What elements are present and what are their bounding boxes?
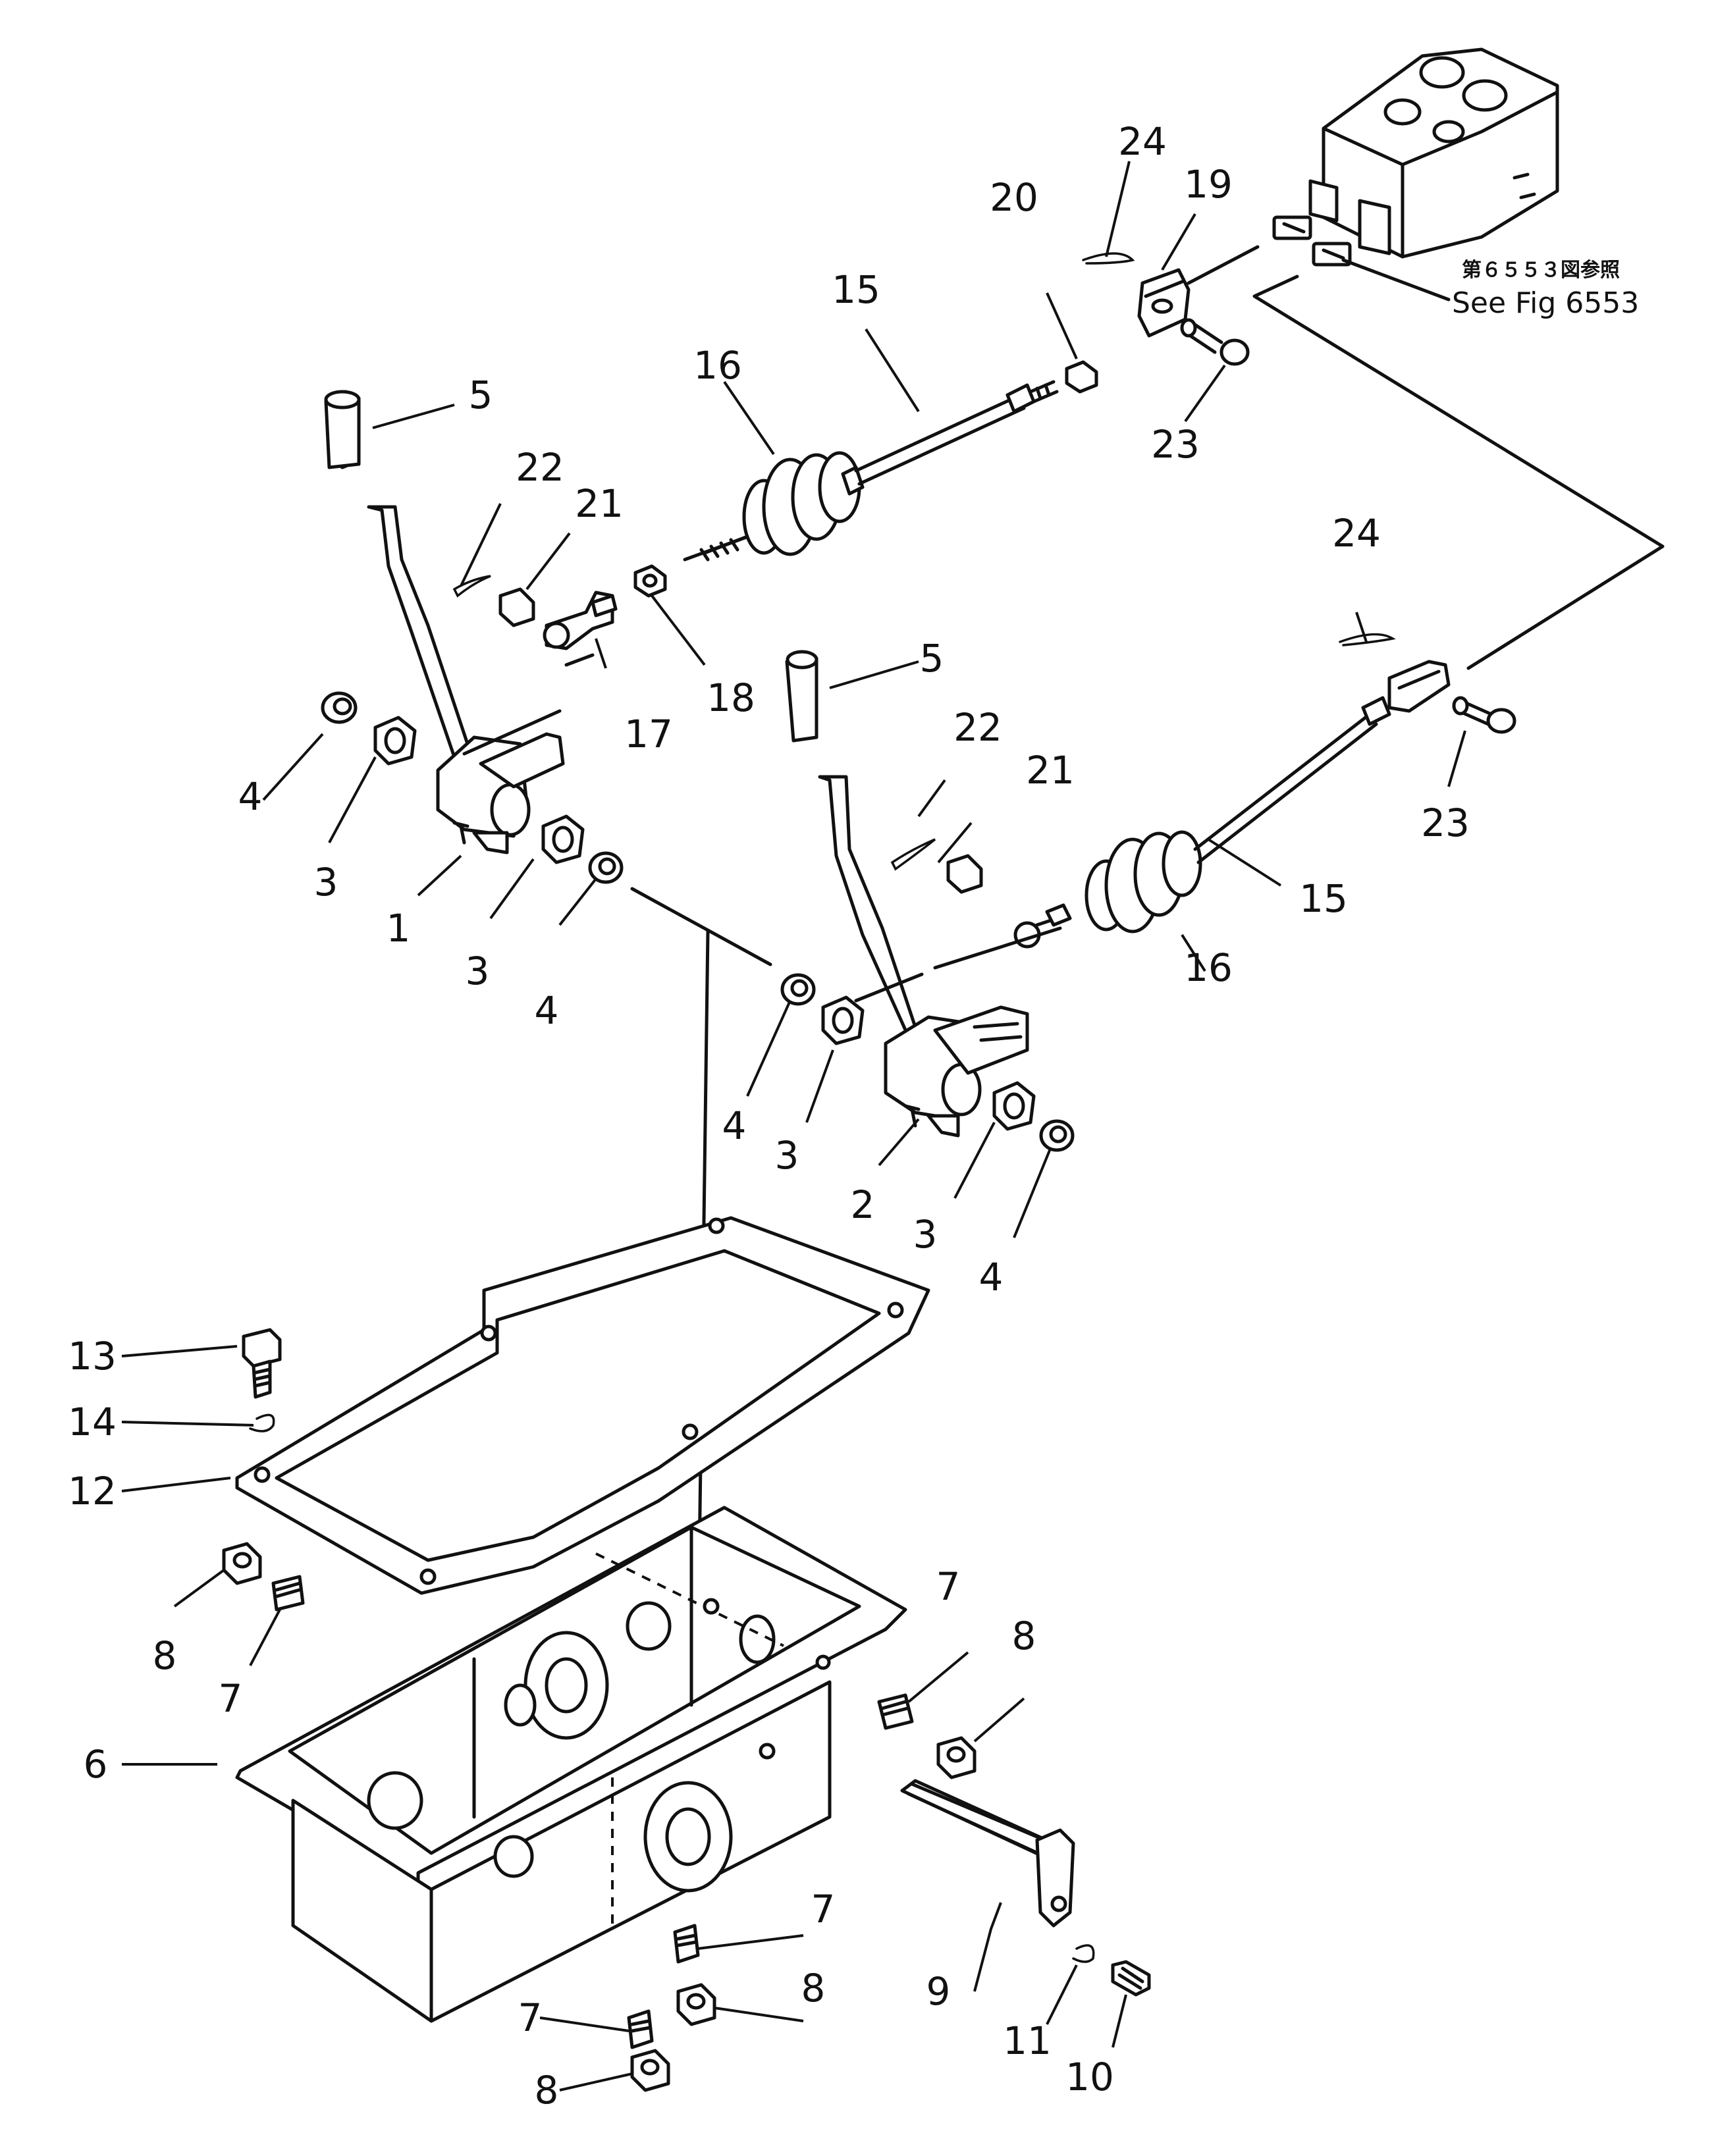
case-6 (235, 1506, 907, 2023)
callout-10: 10 (1065, 2055, 1114, 2099)
callout-4: 4 (535, 988, 559, 1033)
callout-13: 13 (68, 1334, 117, 1379)
callout-8: 8 (801, 1966, 826, 2011)
nut-21-upper (498, 587, 535, 627)
nut-8-bottom-a (676, 1983, 716, 2026)
callout-23: 23 (1421, 801, 1470, 845)
cotter-pin-24-upper (1082, 252, 1135, 265)
gasket-12 (235, 1216, 930, 1595)
callout-23: 23 (1151, 422, 1200, 467)
knob-5-left (324, 390, 361, 469)
callout-24: 24 (1332, 511, 1381, 556)
callout-3: 3 (913, 1212, 938, 1257)
nut-8-bottom-b (630, 2049, 670, 2092)
bushing-3-upper-left (373, 716, 417, 766)
rod-end-17-upper (543, 591, 618, 650)
callout-21: 21 (1026, 748, 1075, 793)
nut-21-lower (946, 854, 983, 894)
callout-3: 3 (466, 949, 490, 993)
lower-control-cable (1013, 660, 1451, 949)
callout-15: 15 (832, 267, 880, 312)
callout-8: 8 (1012, 1614, 1036, 1658)
plug-7-bottom-b (627, 2009, 654, 2049)
callout-5: 5 (920, 636, 944, 681)
bushing-4-lower-a (780, 973, 816, 1006)
callout-3: 3 (314, 860, 338, 905)
reference-note-english: See Fig 6553 (1452, 286, 1639, 320)
bushing-4-upper-left (321, 691, 358, 724)
nut-20 (1065, 360, 1098, 394)
nut-18 (633, 564, 667, 598)
callout-24: 24 (1118, 119, 1167, 164)
callout-4: 4 (722, 1103, 747, 1148)
control-valve (1272, 47, 1559, 267)
figure-reference-note: 第６５５３図参照 See Fig 6553 (1452, 259, 1639, 320)
lock-washer-11 (1072, 1944, 1095, 1963)
connection-line-mid (630, 887, 772, 966)
cotter-pin-22-upper (452, 575, 491, 598)
shaft-9 (900, 1779, 1075, 1928)
reference-note-japanese: 第６５５３図参照 (1462, 259, 1620, 282)
callout-16: 16 (693, 343, 742, 388)
callout-7: 7 (936, 1564, 961, 1609)
callout-17: 17 (624, 712, 673, 756)
callout-22: 22 (516, 445, 564, 490)
lever-2 (785, 650, 1029, 1138)
callout-20: 20 (990, 175, 1038, 220)
callout-16: 16 (1184, 945, 1233, 990)
plug-7-right (877, 1693, 914, 1730)
callout-21: 21 (575, 481, 624, 526)
upper-control-cable (683, 380, 1059, 562)
nut-8-left (222, 1542, 262, 1585)
nut-8-right (936, 1736, 977, 1779)
bushing-4-lower-b (1039, 1119, 1075, 1152)
callout-8: 8 (153, 1633, 177, 1678)
bushing-3-lower-b (992, 1081, 1036, 1131)
callout-labels: 1 2 3 3 3 3 4 4 4 4 5 5 6 7 7 7 7 8 8 8 … (68, 119, 1470, 2113)
callout-7: 7 (811, 1887, 836, 1932)
callout-4: 4 (979, 1255, 1004, 1300)
bushing-4-mid-left (588, 851, 624, 884)
pin-23-lower (1452, 696, 1516, 734)
connection-line-upper (1187, 245, 1260, 285)
callout-11: 11 (1003, 2018, 1052, 2063)
callout-5: 5 (469, 373, 493, 417)
callout-19: 19 (1184, 162, 1233, 207)
cotter-pin-24-lower (1339, 633, 1396, 646)
callout-2: 2 (851, 1182, 875, 1227)
bolt-13 (242, 1328, 282, 1399)
bushing-3-mid-left (541, 814, 585, 864)
callout-8: 8 (535, 2068, 559, 2113)
callout-18: 18 (707, 675, 755, 720)
callout-3: 3 (775, 1133, 799, 1178)
callout-22: 22 (953, 705, 1002, 750)
callout-7: 7 (219, 1676, 243, 1721)
reference-leader (1341, 258, 1451, 302)
callout-1: 1 (387, 906, 411, 951)
callout-6: 6 (84, 1742, 108, 1787)
callout-15: 15 (1299, 876, 1348, 921)
lock-washer-14 (249, 1413, 275, 1433)
connection-line-lower (1252, 275, 1665, 670)
bolt-10 (1111, 1960, 1151, 1997)
plug-7-bottom-a (673, 1924, 700, 1964)
callout-12: 12 (68, 1469, 117, 1513)
cotter-pin-22-lower (890, 838, 936, 871)
bushing-3-lower-a (821, 995, 865, 1045)
callout-7: 7 (518, 1995, 543, 2040)
callout-9: 9 (926, 1969, 951, 2014)
connection-line-left (462, 653, 1062, 1003)
plug-7-left (271, 1575, 305, 1612)
callout-4: 4 (238, 774, 263, 819)
leader-lines (121, 161, 1466, 2091)
pin-23-upper (1180, 318, 1250, 366)
callout-14: 14 (68, 1400, 117, 1444)
